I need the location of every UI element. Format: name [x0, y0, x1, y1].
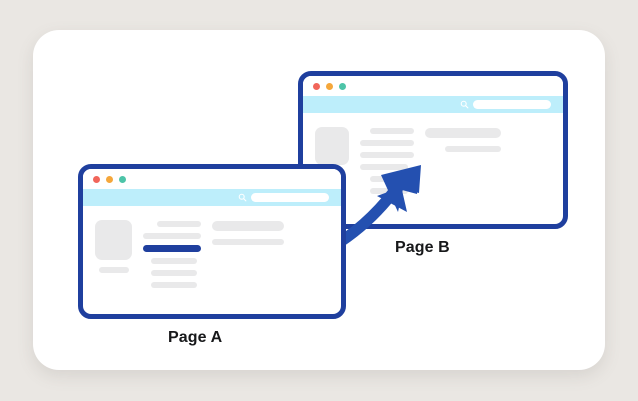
- maximize-dot-icon[interactable]: [339, 82, 346, 90]
- sidebar-line: [212, 239, 284, 245]
- sidebar-column-page-b: [425, 127, 501, 194]
- sidebar-line: [212, 221, 284, 231]
- window-titlebar-page-b: [303, 76, 563, 96]
- text-line: [151, 282, 197, 288]
- sidebar-line: [445, 146, 501, 152]
- page-content-page-a: [83, 206, 341, 288]
- thumbnail-column-page-a: [95, 220, 132, 288]
- text-line: [143, 233, 201, 239]
- text-line: [360, 164, 408, 170]
- page-b-label: Page B: [395, 239, 450, 256]
- text-line: [151, 270, 197, 276]
- thumbnail-image: [315, 127, 349, 165]
- search-bar-page-b: [303, 96, 563, 113]
- search-icon: [238, 193, 247, 202]
- thumbnail-image: [95, 220, 132, 260]
- minimize-dot-icon[interactable]: [106, 175, 113, 183]
- search-bar-page-a: [83, 189, 341, 206]
- thumbnail-caption: [98, 267, 129, 273]
- text-column-page-b: [360, 127, 414, 194]
- text-line: [370, 188, 408, 194]
- page-a-label: Page A: [168, 329, 223, 346]
- text-line: [370, 128, 414, 134]
- close-dot-icon[interactable]: [93, 175, 100, 183]
- text-line: [151, 258, 197, 264]
- search-icon: [460, 100, 469, 109]
- sidebar-line: [425, 128, 501, 138]
- sidebar-column-page-a: [212, 220, 284, 288]
- text-line: [360, 152, 414, 158]
- browser-window-page-a[interactable]: [78, 164, 346, 319]
- text-line: [370, 176, 408, 182]
- window-titlebar-page-a: [83, 169, 341, 189]
- internal-link-line[interactable]: [143, 245, 201, 252]
- minimize-dot-icon[interactable]: [326, 82, 333, 90]
- text-line: [360, 140, 414, 146]
- text-line: [157, 221, 201, 227]
- search-input-page-a[interactable]: [251, 193, 329, 202]
- close-dot-icon[interactable]: [313, 82, 320, 90]
- search-input-page-b[interactable]: [473, 100, 551, 109]
- maximize-dot-icon[interactable]: [119, 175, 126, 183]
- text-column-page-a: [143, 220, 201, 288]
